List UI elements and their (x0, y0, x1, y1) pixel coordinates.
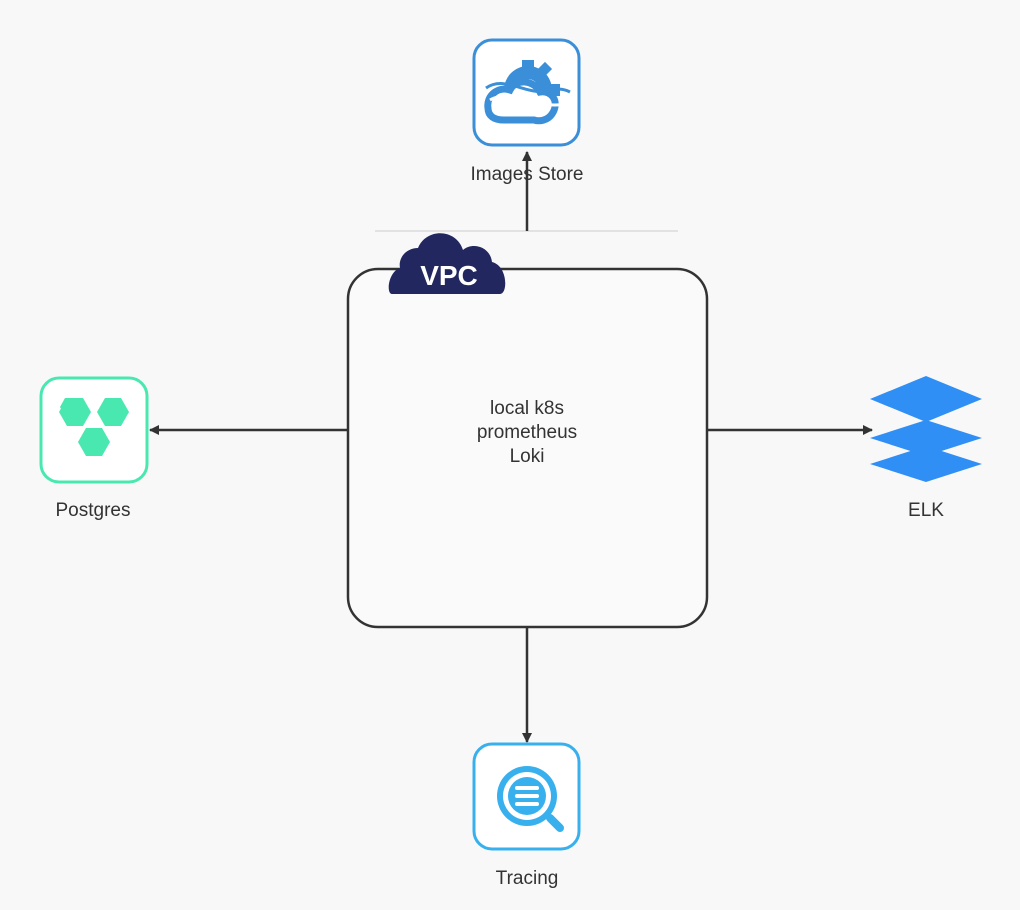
vpc-badge-label: VPC (420, 260, 478, 291)
vpc-contents: local k8s prometheus Loki (427, 397, 627, 469)
postgres-label: Postgres (55, 500, 131, 521)
hexagon-cluster-icon (59, 398, 129, 456)
elk-node[interactable] (870, 376, 982, 482)
vpc-line-prometheus: prometheus (476, 422, 578, 443)
vpc-line-loki: Loki (509, 446, 545, 467)
tracing-node[interactable] (472, 742, 581, 851)
tracing-label: Tracing (495, 868, 559, 889)
elk-label: ELK (908, 500, 944, 521)
layers-stack-icon (870, 376, 982, 482)
images-store-node[interactable] (472, 38, 581, 147)
vpc-line-k8s: local k8s (490, 398, 564, 419)
vpc-cloud-icon: VPC (388, 233, 506, 294)
search-list-icon (497, 766, 564, 832)
postgres-node[interactable] (39, 376, 149, 484)
cloud-gear-icon (484, 60, 571, 125)
images-store-label: Images Store (470, 164, 584, 185)
